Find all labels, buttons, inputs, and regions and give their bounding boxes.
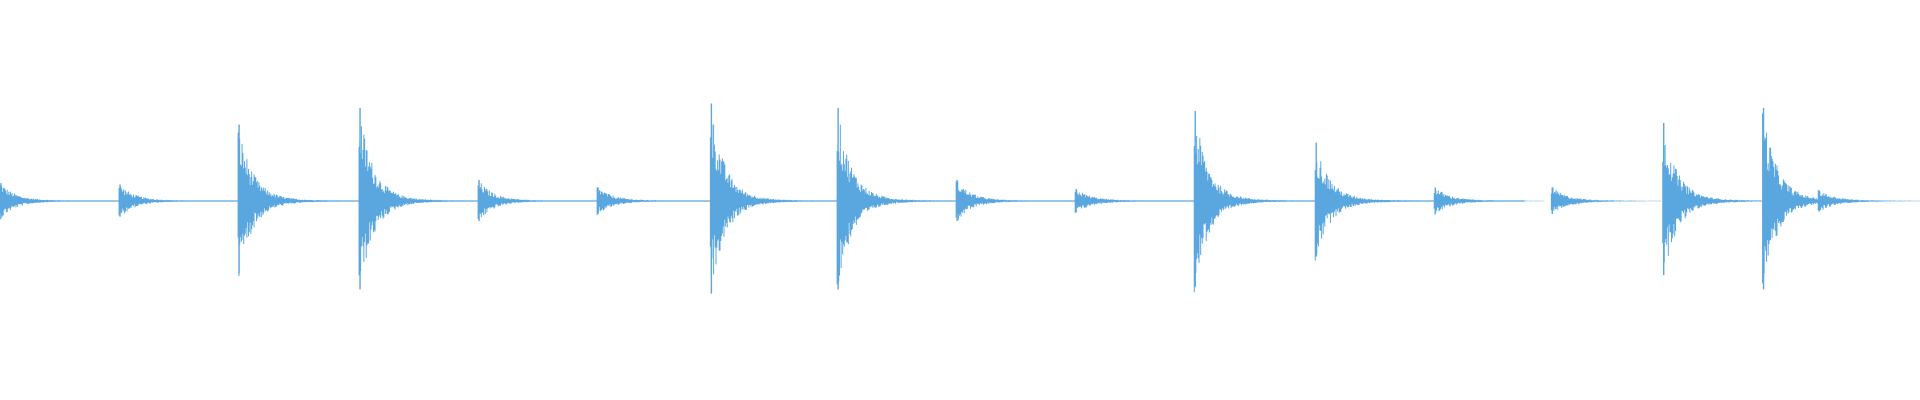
- waveform-hit: [1662, 141, 1773, 263]
- waveform-hit: [1074, 189, 1186, 213]
- waveform-hit: [118, 186, 230, 216]
- waveform-hit: [1762, 113, 1873, 284]
- waveform-hit: [1314, 161, 1426, 261]
- waveform-hit: [955, 180, 1067, 220]
- waveform-hit: [1817, 190, 1920, 212]
- waveform-hit: [237, 130, 349, 277]
- waveform-hit: [358, 126, 470, 276]
- waveform-hit: [596, 187, 708, 216]
- waveform-hit: [709, 124, 821, 276]
- waveform-hit: [1550, 187, 1662, 214]
- waveform-hit: [1433, 190, 1545, 215]
- waveform-hit: [477, 180, 589, 220]
- waveform-hit: [1193, 133, 1305, 293]
- waveform-hit: [836, 124, 948, 285]
- waveform-hit: [0, 185, 111, 220]
- waveform-hits: [0, 103, 1920, 294]
